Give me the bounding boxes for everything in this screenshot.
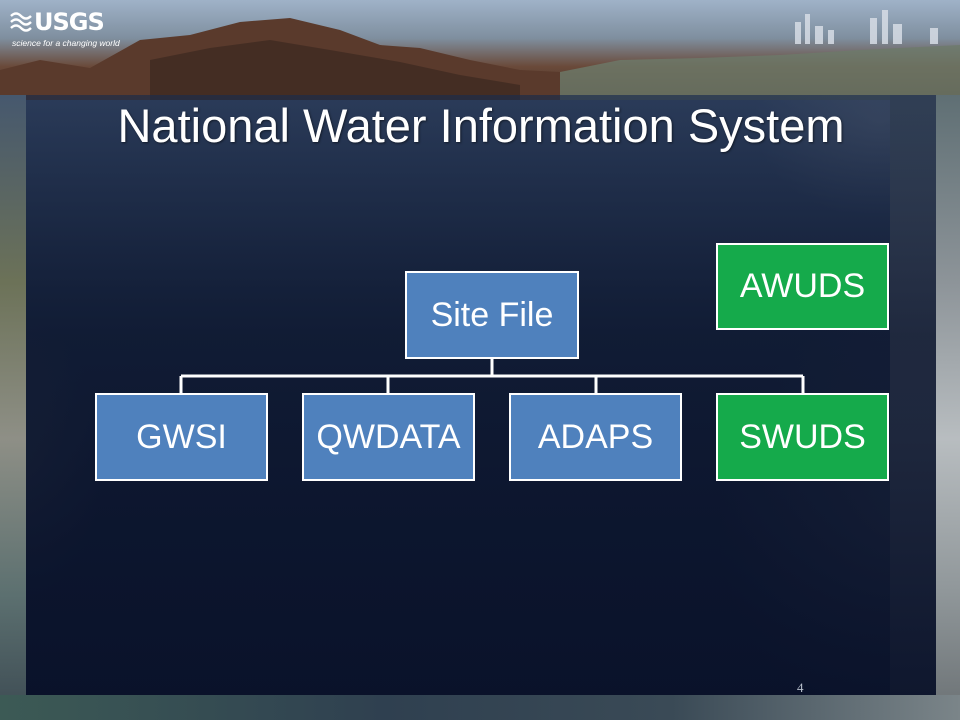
node-swuds: SWUDS (716, 393, 889, 481)
usgs-logo-wordmark: USGS (34, 8, 105, 36)
node-adaps: ADAPS (509, 393, 682, 481)
usgs-logo: USGS science for a changing world (10, 8, 120, 52)
node-site-file: Site File (405, 271, 579, 359)
bottom-edge-photo-strip (0, 695, 960, 720)
mountain-silhouette-decoration (0, 10, 960, 100)
node-qwdata: QWDATA (302, 393, 475, 481)
usgs-logo-tagline: science for a changing world (12, 38, 120, 48)
usgs-wave-logo-icon (10, 12, 32, 32)
node-gwsi: GWSI (95, 393, 268, 481)
node-awuds: AWUDS (716, 243, 889, 330)
slide-title: National Water Information System (117, 99, 845, 152)
left-edge-photo-strip (0, 95, 26, 720)
slide-page-number: 4 (797, 680, 804, 695)
